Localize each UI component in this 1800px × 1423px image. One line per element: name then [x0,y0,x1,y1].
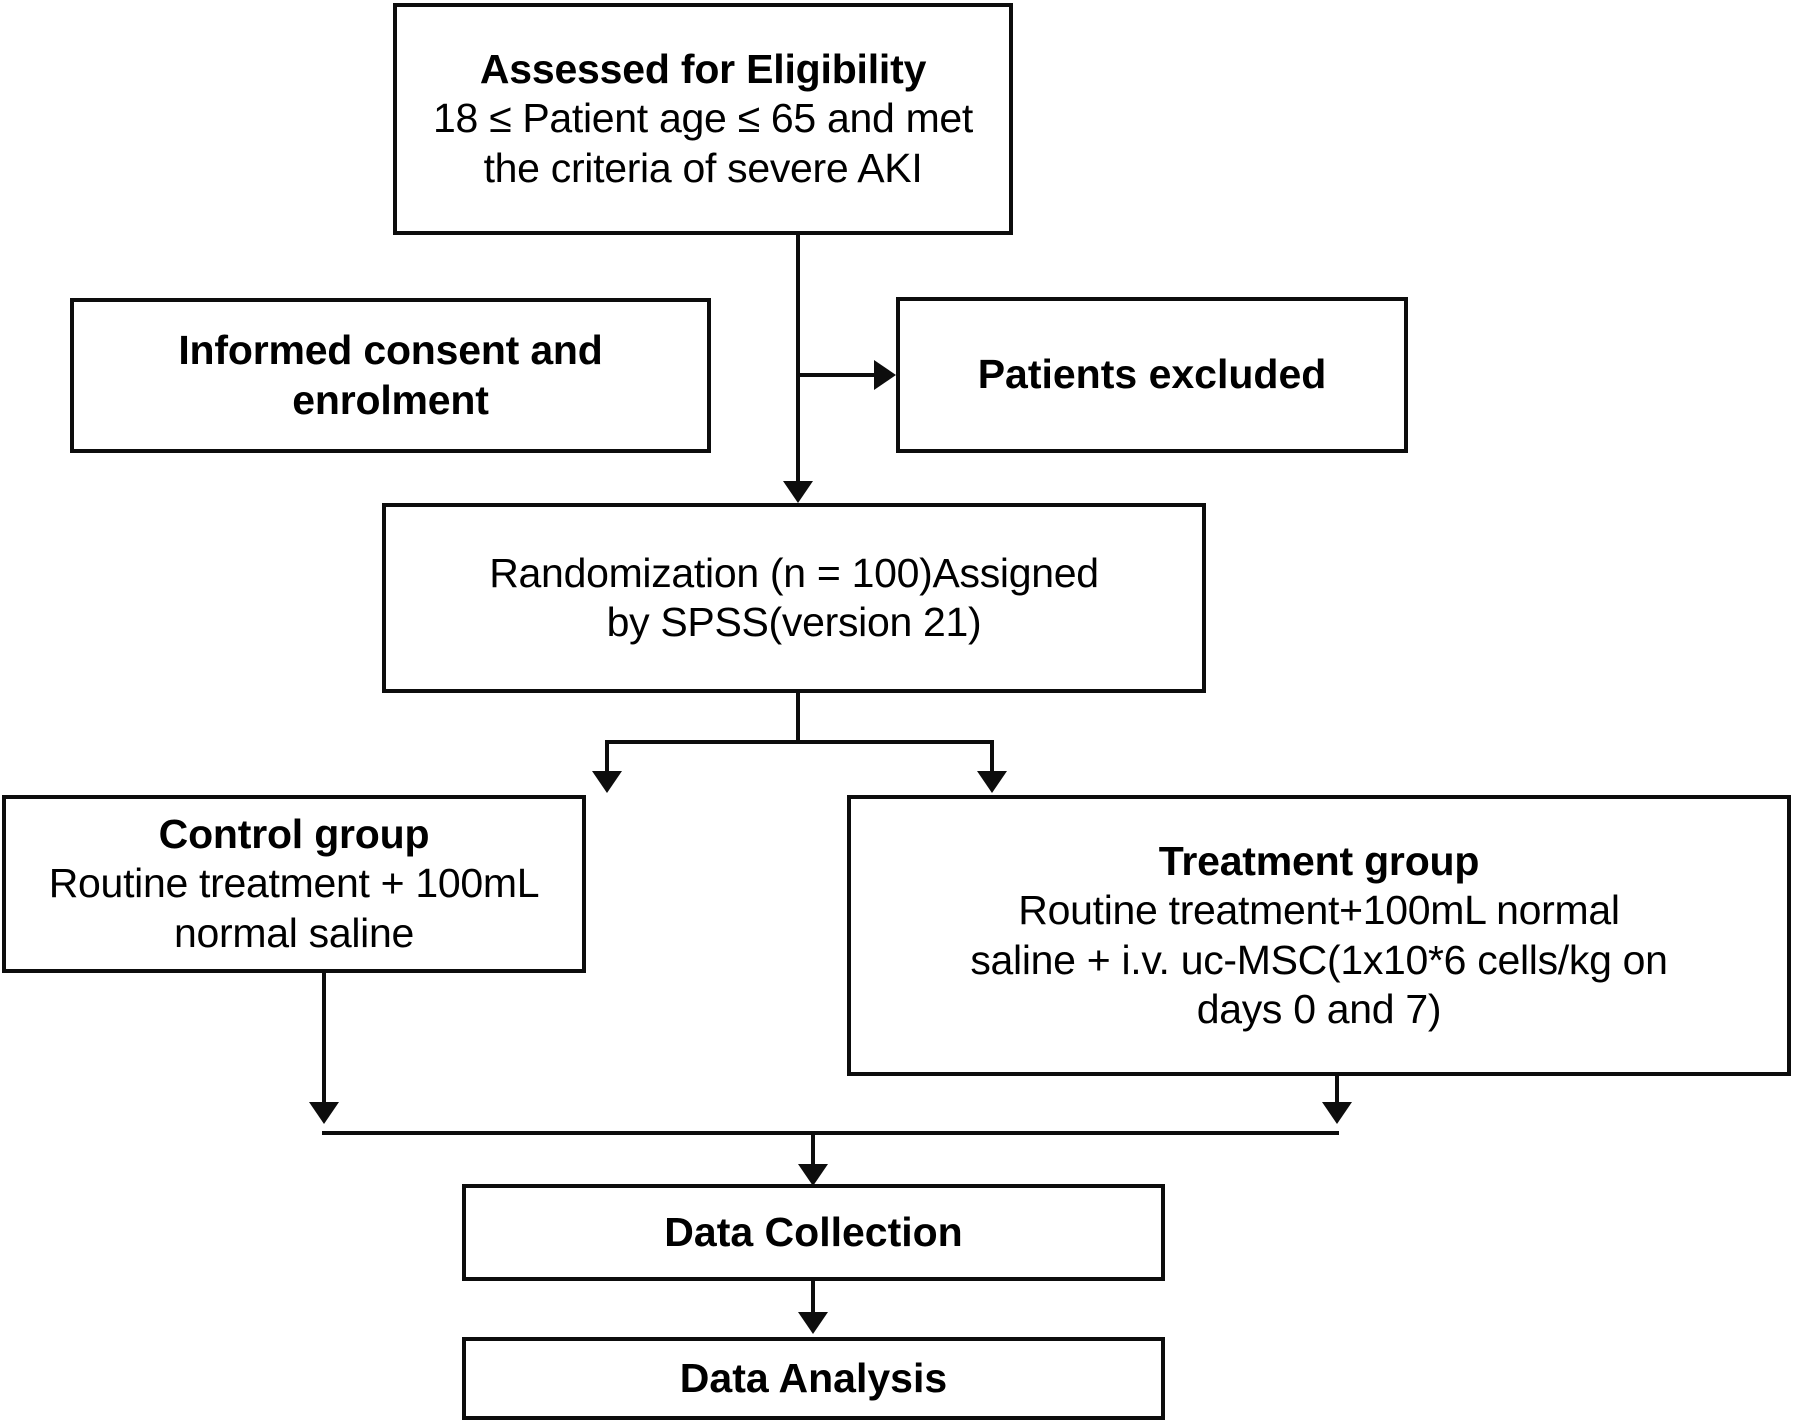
node-data-collection[interactable]: Data Collection [462,1184,1165,1281]
edge-randomization-to-treatment-line [990,740,994,775]
edge-collection-to-analysis-arrow [798,1312,828,1334]
node-line-2: saline + i.v. uc-MSC(1x10*6 cells/kg on [970,936,1668,983]
edge-control-to-merge-arrow [309,1102,339,1124]
node-line-2: the criteria of severe AKI [483,144,923,191]
node-line-1: 18 ≤ Patient age ≤ 65 and met [432,95,974,142]
edge-treatment-to-merge-line [1335,1076,1339,1105]
node-title-line-1: Informed consent and [178,327,603,374]
edge-control-to-merge-line [322,973,326,1105]
node-randomization[interactable]: Randomization (n = 100)Assigned by SPSS(… [382,503,1206,693]
node-data-analysis[interactable]: Data Analysis [462,1337,1165,1420]
node-title: Assessed for Eligibility [479,46,927,93]
edge-eligibility-trunk [796,235,800,489]
node-title-line-2: enrolment [292,376,489,423]
node-title: Data Analysis [679,1354,948,1401]
node-title: Data Collection [664,1208,963,1255]
node-patients-excluded[interactable]: Patients excluded [896,297,1408,453]
node-title: Patients excluded [977,351,1327,398]
edge-eligibility-to-excluded-arrow [874,360,896,390]
edge-merge-to-collection-line [811,1131,815,1170]
edge-randomization-split-bar [605,740,994,744]
node-assessed-for-eligibility[interactable]: Assessed for Eligibility 18 ≤ Patient ag… [393,3,1013,235]
node-treatment-group[interactable]: Treatment group Routine treatment+100mL … [847,795,1791,1076]
node-line-1: Routine treatment+100mL normal [1018,887,1620,934]
edge-treatment-to-merge-arrow [1322,1102,1352,1124]
edge-eligibility-to-randomization-arrow [783,481,813,503]
edge-collection-to-analysis-line [811,1281,815,1314]
edge-merge-bar [322,1131,1339,1135]
node-control-group[interactable]: Control group Routine treatment + 100mL … [2,795,586,973]
node-line-1: Randomization (n = 100)Assigned [489,549,1099,596]
node-line-2: by SPSS(version 21) [606,599,982,645]
edge-eligibility-to-excluded-line [796,373,876,377]
node-title: Control group [158,811,430,858]
node-informed-consent-and-enrolment[interactable]: Informed consent and enrolment [70,298,711,453]
edge-randomization-stem [796,693,800,744]
edge-randomization-to-control-line [605,740,609,775]
node-line-3: days 0 and 7) [1196,985,1442,1032]
node-line-2: normal saline [174,909,414,956]
edge-randomization-to-control-arrow [592,771,622,793]
edge-merge-to-collection-arrow [798,1164,828,1186]
edge-randomization-to-treatment-arrow [977,771,1007,793]
node-line-1: Routine treatment + 100mL [48,860,540,907]
node-title: Treatment group [1158,838,1480,885]
